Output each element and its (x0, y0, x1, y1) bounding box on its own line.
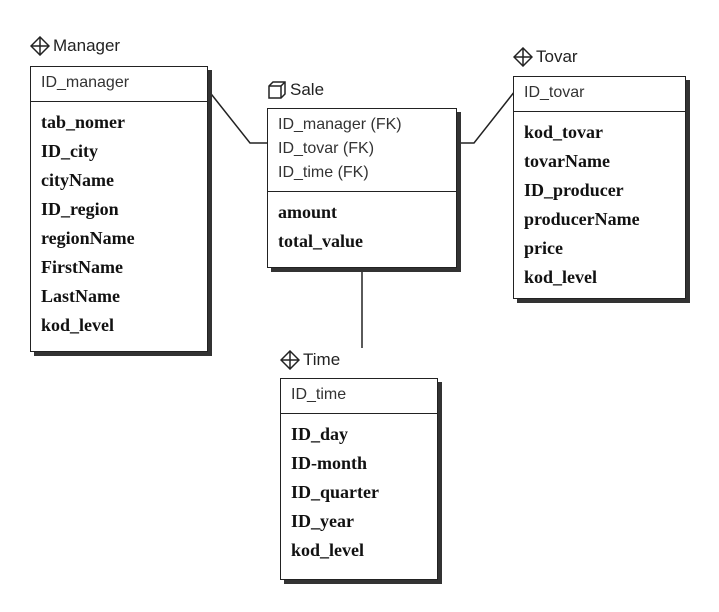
entity-manager-box: ID_manager tab_nomer ID_city cityName ID… (30, 66, 208, 352)
key-field: ID_manager (41, 74, 130, 91)
attribute-field: LastName (41, 286, 120, 306)
entity-time-attributes: ID_day ID-month ID_quarter ID_year kod_l… (281, 414, 437, 569)
key-field: ID_tovar (524, 84, 585, 101)
attribute-field: kod_level (291, 540, 365, 560)
key-field: ID_time (FK) (278, 164, 369, 181)
attribute-field: ID_quarter (291, 482, 379, 502)
entity-sale-attributes: amount total_value (268, 192, 456, 260)
entity-tovar-header: Tovar (513, 47, 578, 67)
entity-sale-header: Sale (267, 80, 324, 100)
relationship-line-manager-sale (207, 89, 267, 144)
attribute-field: tovarName (524, 151, 610, 171)
attribute-field: ID-month (291, 453, 368, 473)
diamond-plus-icon (30, 36, 50, 56)
key-field: ID_time (291, 386, 347, 403)
entity-tovar-keys: ID_tovar (514, 77, 685, 112)
entity-tovar-title: Tovar (536, 47, 578, 66)
entity-tovar-box: ID_tovar kod_tovar tovarName ID_producer… (513, 76, 686, 299)
attribute-field: cityName (41, 170, 114, 190)
key-field: ID_manager (FK) (278, 116, 402, 133)
entity-sale-title: Sale (290, 80, 325, 99)
attribute-field: ID_city (41, 141, 98, 161)
attribute-field: ID_year (291, 511, 354, 531)
entity-manager-header: Manager (30, 36, 120, 56)
diamond-plus-icon (513, 47, 533, 67)
attribute-field: FirstName (41, 257, 123, 277)
attribute-field: kod_level (41, 315, 115, 335)
attribute-field: ID_producer (524, 180, 624, 200)
attribute-field: amount (278, 202, 338, 222)
attribute-field: ID_day (291, 424, 349, 444)
attribute-field: regionName (41, 228, 135, 248)
entity-sale-keys: ID_manager (FK) ID_tovar (FK) ID_time (F… (268, 109, 456, 192)
entity-time-header: Time (280, 350, 340, 370)
entity-tovar-attributes: kod_tovar tovarName ID_producer producer… (514, 112, 685, 296)
entity-time-box: ID_time ID_day ID-month ID_quarter ID_ye… (280, 378, 438, 580)
cube-icon (268, 81, 286, 99)
entity-manager-attributes: tab_nomer ID_city cityName ID_region reg… (31, 102, 207, 344)
attribute-field: ID_region (41, 199, 119, 219)
attribute-field: kod_tovar (524, 122, 604, 142)
attribute-field: tab_nomer (41, 112, 125, 132)
entity-manager-keys: ID_manager (31, 67, 207, 102)
relationship-line-tovar-sale (457, 90, 516, 144)
attribute-field: producerName (524, 209, 640, 229)
entity-manager-title: Manager (53, 36, 121, 55)
attribute-field: kod_level (524, 267, 598, 287)
attribute-field: total_value (278, 231, 363, 251)
attribute-field: price (524, 238, 563, 258)
entity-sale-box: ID_manager (FK) ID_tovar (FK) ID_time (F… (267, 108, 457, 268)
entity-time-keys: ID_time (281, 379, 437, 414)
diamond-plus-icon (280, 350, 300, 370)
key-field: ID_tovar (FK) (278, 140, 375, 157)
entity-time-title: Time (303, 350, 341, 369)
